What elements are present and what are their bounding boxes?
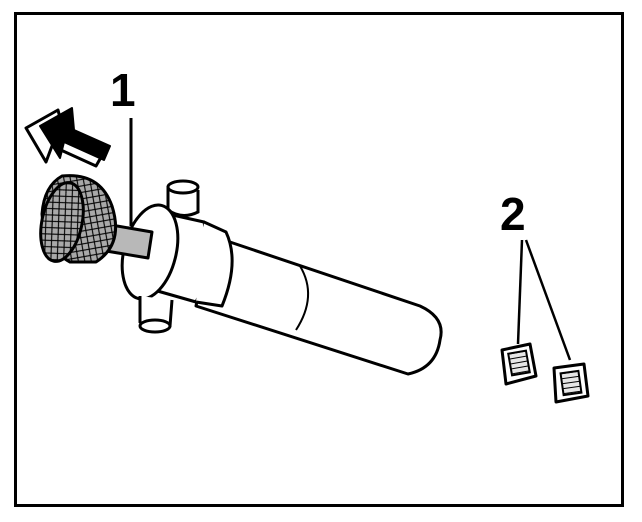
small-part-right <box>552 362 590 404</box>
small-part-left <box>500 342 538 386</box>
knurled-knob <box>39 174 118 264</box>
tool-body <box>120 179 443 376</box>
callout-1-label: 1 <box>110 64 136 116</box>
callout-2-leaders <box>516 239 572 361</box>
callout-2-label: 2 <box>500 188 526 240</box>
arrow-up-left-icon <box>24 107 111 168</box>
